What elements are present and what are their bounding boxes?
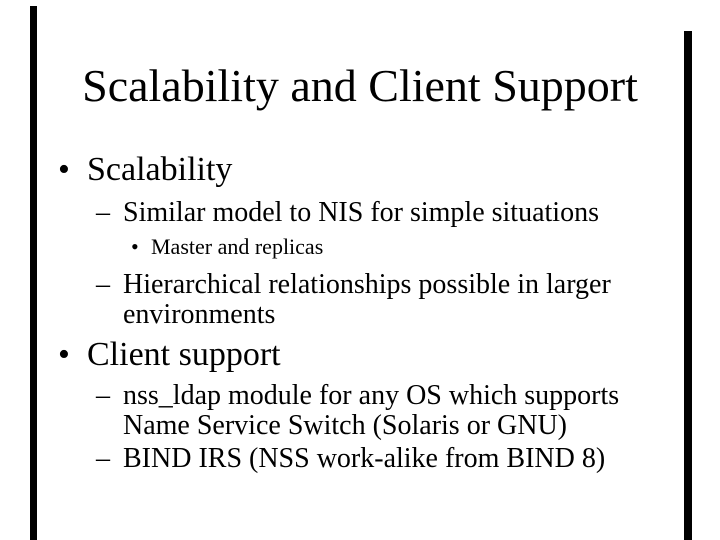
left-edge-bar [30,6,37,540]
bullet-marker: • [131,234,139,259]
bullet-text: Client support [87,336,281,373]
bullet-marker: – [96,443,110,474]
bullet-marker: • [58,336,70,373]
bullet-text: BIND IRS (NSS work-alike from BIND 8) [123,443,606,474]
bullet-text: Similar model to NIS for simple situatio… [123,197,599,228]
bullet-text: nss_ldap module for any OS which support… [123,380,620,441]
bullet-item: –nss_ldap module for any OS which suppor… [96,381,643,441]
bullet-marker: – [96,269,110,300]
bullet-marker: – [96,380,110,411]
bullet-item: –Hierarchical relationships possible in … [96,270,643,330]
bullet-marker: • [58,151,70,188]
bullet-item: • Client support [58,335,281,374]
right-edge-bar [684,31,692,540]
bullet-item: –BIND IRS (NSS work-alike from BIND 8) [96,444,605,474]
bullet-marker: – [96,197,110,228]
bullet-text: Hierarchical relationships possible in l… [123,269,611,330]
bullet-item: • Master and replicas [131,234,323,260]
bullet-item: • Scalability [58,150,232,189]
slide-title: Scalability and Client Support [82,60,638,111]
bullet-text: Scalability [87,151,233,188]
bullet-item: –Similar model to NIS for simple situati… [96,198,599,228]
bullet-text: Master and replicas [151,234,324,259]
